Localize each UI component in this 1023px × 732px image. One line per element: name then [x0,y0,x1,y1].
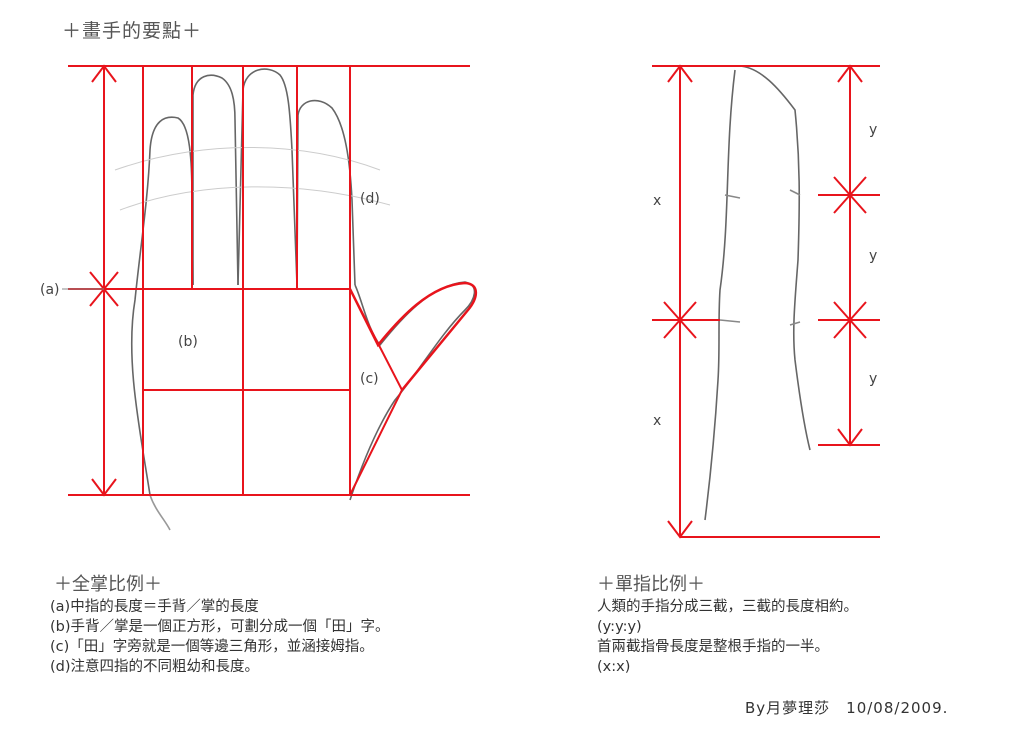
page-title: ＋畫手的要點＋ [62,20,203,42]
label-d: (d) [360,191,380,207]
label-y3: y [869,371,877,387]
finger-sketch [704,65,811,521]
label-a: (a) [40,282,60,298]
palm-line: (a)中指的長度＝手背／掌的長度 [50,599,259,615]
finger-line: 人類的手指分成三截，三截的長度相約。 [597,599,858,615]
hand-guides [62,64,478,497]
finger-line: 首兩截指骨長度是整根手指的一半。 [597,639,829,655]
label-b: (b) [178,334,198,350]
finger-line: (x:x) [597,659,631,675]
finger-line: (y:y:y) [597,619,642,635]
palm-heading: ＋全掌比例＋ [54,574,162,595]
label-y2: y [869,248,877,264]
label-c: (c) [360,371,379,387]
palm-line: (d)注意四指的不同粗幼和長度。 [50,659,260,675]
signature: By月夢理莎 10/08/2009. [745,699,949,717]
label-x1: x [653,193,661,209]
label-y1: y [869,122,877,138]
finger-heading: ＋單指比例＋ [597,574,705,595]
label-x2: x [653,413,661,429]
hand-sketch [114,68,476,531]
palm-line: (c)「田」字旁就是一個等邊三角形，並涵接姆指。 [50,639,374,655]
finger-guides [652,64,880,539]
palm-line: (b)手背／掌是一個正方形，可劃分成一個「田」字。 [50,619,390,635]
